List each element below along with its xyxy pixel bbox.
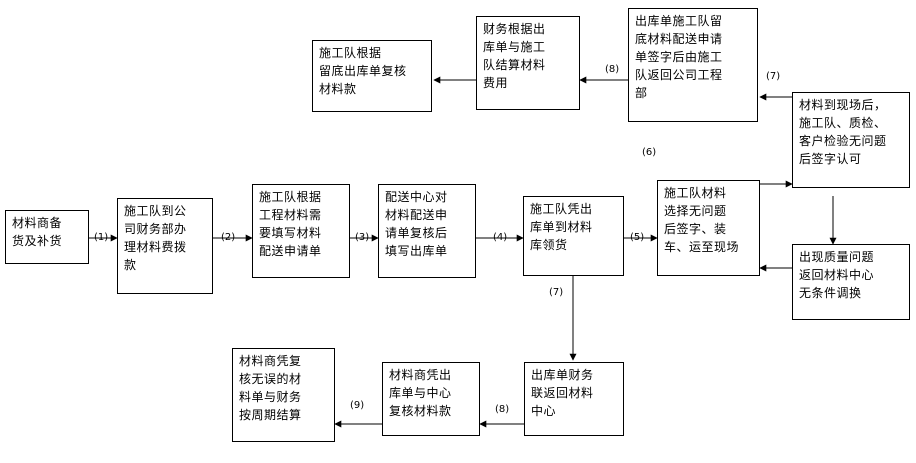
node-review-request-text: 配送中心对 材料配送申 请单复核后 填写出库单 (385, 190, 448, 258)
label-step-7-down: (7) (549, 287, 564, 298)
label-step-5: (5) (630, 232, 645, 243)
node-finance-allocation-text: 施工队到公 司财务部办 理材料费拨 款 (124, 204, 187, 272)
node-finance-copy-return: 出库单财务 联返回材料 中心 (524, 362, 624, 436)
node-quality-return-text: 出现质量问题 返回材料中心 无条件调换 (799, 250, 875, 300)
node-finance-settle: 财务根据出 库单与施工 队结算材料 费用 (476, 16, 580, 110)
label-step-1: (1) (94, 232, 109, 243)
node-select-load-text: 施工队材料 选择无问题 后签字、装 车、运至现场 (664, 186, 740, 254)
node-supplier-settle-text: 材料商凭复 核无误的材 料单与财务 按周期结算 (239, 354, 302, 422)
label-step-6: (6) (642, 147, 657, 158)
label-step-8-bottom: (8) (495, 404, 510, 415)
node-quality-return: 出现质量问题 返回材料中心 无条件调换 (792, 244, 910, 320)
node-collect-goods: 施工队凭出 库单到材料 库领货 (523, 196, 624, 276)
label-step-2: (2) (221, 232, 236, 243)
node-return-to-engineering-text: 出库单施工队留 底材料配送申请 单签字后由施工 队返回公司工程 部 (635, 14, 723, 100)
node-finance-allocation: 施工队到公 司财务部办 理材料费拨 款 (117, 198, 213, 294)
node-review-request: 配送中心对 材料配送申 请单复核后 填写出库单 (378, 184, 476, 278)
node-supplier-recheck-text: 材料商凭出 库单与中心 复核材料款 (389, 368, 452, 418)
node-select-load: 施工队材料 选择无问题 后签字、装 车、运至现场 (657, 180, 760, 276)
node-fill-request: 施工队根据 工程材料需 要填写材料 配送申请单 (252, 184, 350, 278)
node-collect-goods-text: 施工队凭出 库单到材料 库领货 (530, 202, 593, 252)
node-team-recheck: 施工队根据 留底出库单复核 材料款 (312, 40, 432, 112)
label-step-9: (9) (350, 400, 365, 411)
node-finance-copy-return-text: 出库单财务 联返回材料 中心 (531, 368, 594, 418)
label-step-7-top: (7) (766, 71, 781, 82)
node-return-to-engineering: 出库单施工队留 底材料配送申请 单签字后由施工 队返回公司工程 部 (628, 8, 758, 122)
node-site-inspection-text: 材料到现场后， 施工队、质检、 客户检验无问题 后签字认可 (799, 98, 887, 166)
node-team-recheck-text: 施工队根据 留底出库单复核 材料款 (319, 46, 407, 96)
label-step-4: (4) (493, 232, 508, 243)
node-supplier-stock-text: 材料商备 货及补货 (12, 216, 63, 248)
label-step-3: (3) (355, 232, 370, 243)
node-supplier-recheck: 材料商凭出 库单与中心 复核材料款 (382, 362, 480, 436)
node-finance-settle-text: 财务根据出 库单与施工 队结算材料 费用 (483, 22, 546, 90)
node-supplier-settle: 材料商凭复 核无误的材 料单与财务 按周期结算 (232, 348, 335, 442)
node-supplier-stock: 材料商备 货及补货 (5, 210, 89, 264)
node-site-inspection: 材料到现场后， 施工队、质检、 客户检验无问题 后签字认可 (792, 92, 910, 188)
node-fill-request-text: 施工队根据 工程材料需 要填写材料 配送申请单 (259, 190, 322, 258)
label-step-8-top: (8) (605, 64, 620, 75)
